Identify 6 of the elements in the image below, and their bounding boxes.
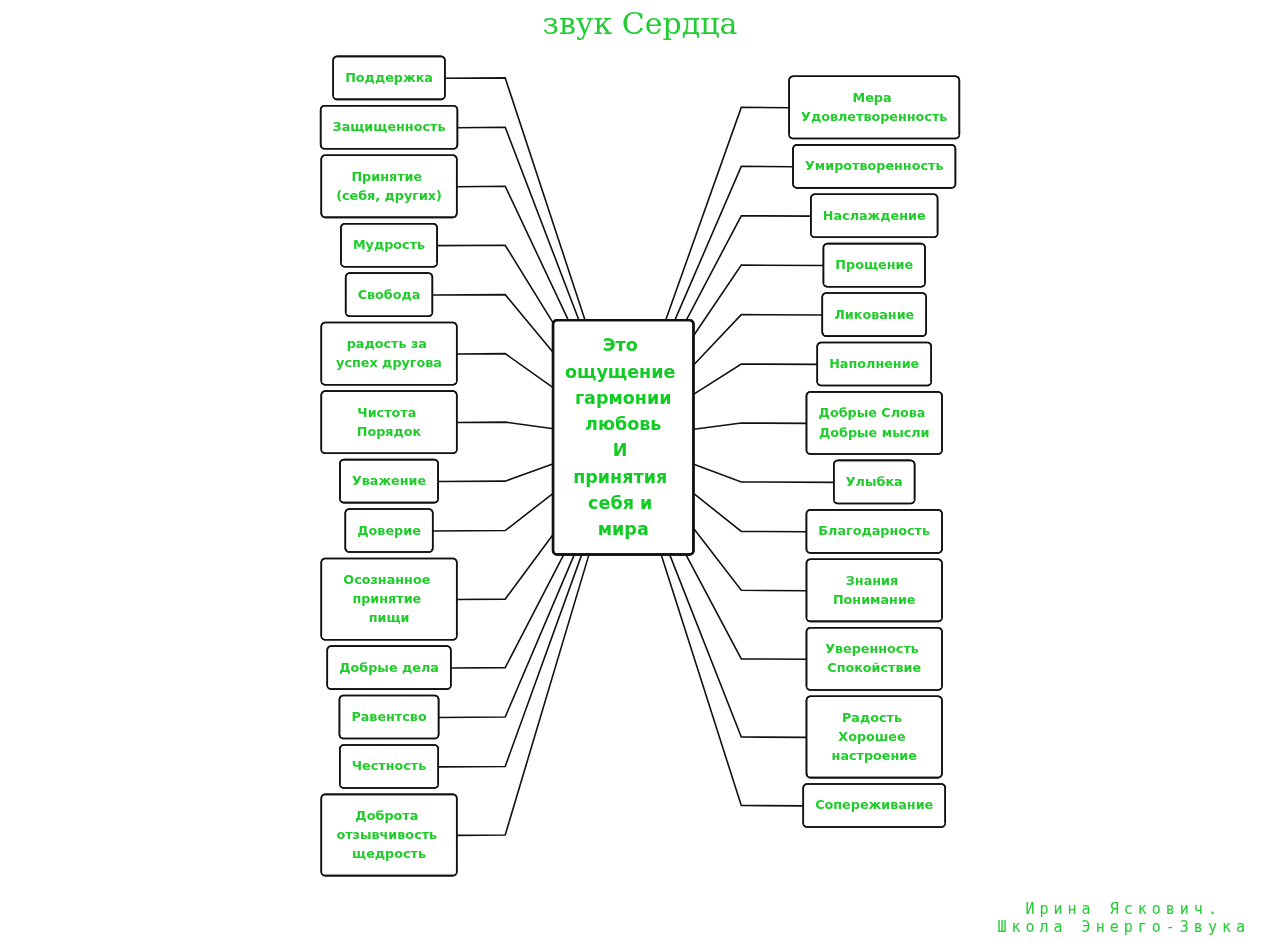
credit-text: Школа Энерго-Звука [997,918,1250,936]
credit-text: Ирина Яскович. [1024,900,1223,918]
connector [438,554,575,719]
title: звук Сердца [541,6,739,41]
connector [450,554,565,669]
connector [456,554,590,837]
